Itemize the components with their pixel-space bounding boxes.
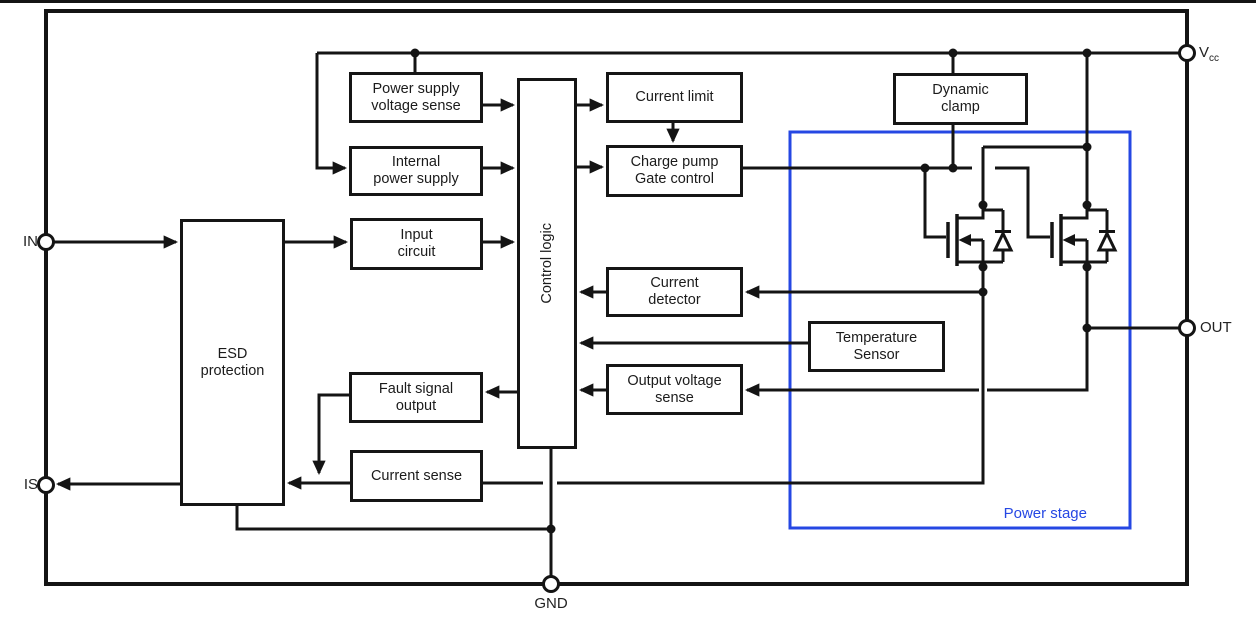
block-current-limit: Current limit [606, 72, 743, 123]
block-current-detector: Current detector [606, 267, 743, 317]
block-temperature-sensor: Temperature Sensor [808, 321, 945, 372]
block-label: Temperature Sensor [835, 329, 918, 363]
pin-label-out: OUT [1200, 319, 1232, 336]
chip-outline [44, 9, 1189, 586]
block-control-logic: Control logic [517, 78, 577, 449]
wire-esd-to-gnd [235, 506, 549, 531]
wire-gate-drive-right [995, 166, 1050, 239]
wire-fault-to-is-line [312, 393, 349, 476]
wire-gate-drive-left [923, 168, 946, 239]
block-label: Current detector [648, 275, 701, 308]
pin-label-vcc: Vcc [1199, 45, 1219, 64]
block-label: Output voltage sense [627, 372, 722, 406]
block-charge-pump-gate-control: Charge pump Gate control [606, 145, 743, 197]
pin-vcc [1178, 44, 1196, 62]
block-label: Internal power supply [373, 154, 459, 187]
block-fault-signal-output: Fault signal output [349, 372, 483, 423]
block-label: Control logic [538, 223, 555, 304]
pin-out [1178, 319, 1196, 337]
block-current-sense: Current sense [350, 450, 483, 502]
vcc-main: V [1199, 44, 1210, 61]
wire-main-source [987, 262, 1089, 392]
block-label: ESD protection [200, 345, 265, 379]
mosfet-sense-icon [946, 205, 1014, 267]
pin-gnd [542, 575, 560, 593]
block-label: Charge pump Gate control [630, 154, 719, 187]
block-label: Current sense [370, 467, 463, 484]
mosfet-main-icon [1050, 205, 1118, 267]
junction-dots [410, 48, 1092, 534]
pin-in [37, 233, 55, 251]
power-stage-label: Power stage [1003, 505, 1087, 522]
block-input-circuit: Input circuit [350, 218, 483, 270]
vcc-sub: cc [1209, 53, 1220, 64]
block-esd-protection: ESD protection [180, 219, 285, 506]
block-label: Current limit [635, 89, 714, 106]
block-label: Fault signal output [378, 380, 454, 414]
pin-terminals [37, 44, 1196, 593]
block-internal-power-supply: Internal power supply [349, 146, 483, 196]
block-label: Dynamic clamp [932, 82, 989, 115]
block-dynamic-clamp: Dynamic clamp [893, 73, 1028, 125]
pin-label-is: IS [23, 476, 38, 493]
window-top-edge [0, 0, 1256, 3]
block-power-supply-voltage-sense: Power supply voltage sense [349, 72, 483, 123]
pin-is [37, 476, 55, 494]
pin-label-gnd: GND [534, 595, 568, 612]
wire-sense-source [557, 262, 985, 485]
power-stage-region [788, 130, 1132, 530]
block-output-voltage-sense: Output voltage sense [606, 364, 743, 415]
block-label: Input circuit [397, 227, 436, 260]
pin-label-in: IN [23, 233, 38, 250]
wire-rail-to-internal-supply [315, 53, 348, 175]
block-label: Power supply voltage sense [371, 80, 461, 114]
